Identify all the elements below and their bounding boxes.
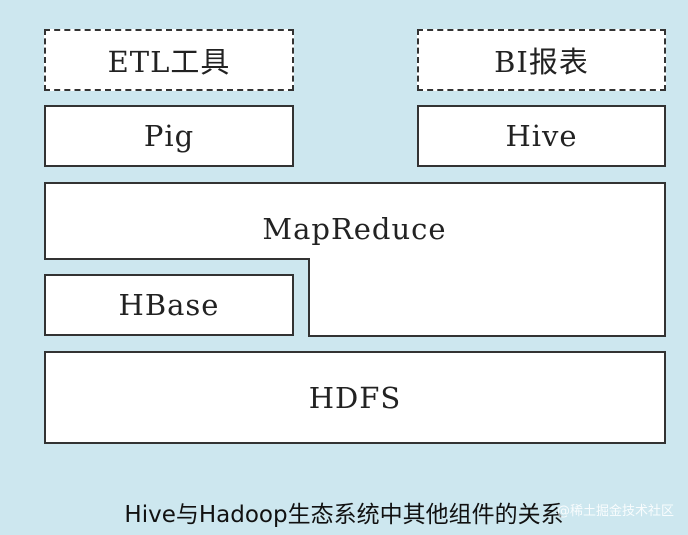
hdfs-box: HDFS — [44, 351, 666, 444]
pig-box: Pig — [44, 105, 294, 167]
bi-reports-label: BI报表 — [494, 45, 589, 79]
mapreduce-label: MapReduce — [262, 212, 447, 246]
hbase-box: HBase — [44, 274, 294, 336]
mapreduce-outline — [44, 182, 666, 337]
diagram-caption: Hive与Hadoop生态系统中其他组件的关系 — [124, 502, 564, 528]
etl-tools-label: ETL工具 — [107, 45, 231, 79]
hive-box: Hive — [417, 105, 666, 167]
bi-reports-box: BI报表 — [417, 29, 666, 91]
etl-tools-box: ETL工具 — [44, 29, 294, 91]
hdfs-label: HDFS — [308, 380, 402, 415]
hive-label: Hive — [505, 119, 578, 153]
hbase-label: HBase — [118, 288, 220, 322]
watermark-text: @稀土掘金技术社区 — [556, 504, 674, 519]
pig-label: Pig — [143, 119, 195, 153]
